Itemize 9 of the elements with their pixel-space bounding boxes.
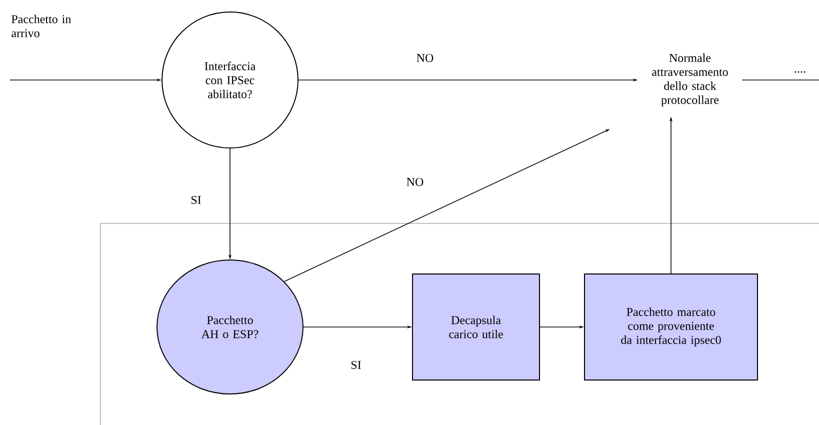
edge-label: .... xyxy=(794,71,806,73)
process-box: Pacchetto marcato come proveniente da interfaccia ipsec0 xyxy=(584,274,758,380)
process-text: Normale attraversamento dello stack protocollare xyxy=(652,54,728,106)
process-box: Decapsula carico utile xyxy=(412,274,540,380)
edge-label: Pacchetto in arrivo xyxy=(12,14,72,38)
edge-label: SI xyxy=(191,196,201,204)
edge-label: NO xyxy=(416,54,434,62)
edge-label: SI xyxy=(351,360,361,370)
edge-label: NO xyxy=(406,178,424,186)
